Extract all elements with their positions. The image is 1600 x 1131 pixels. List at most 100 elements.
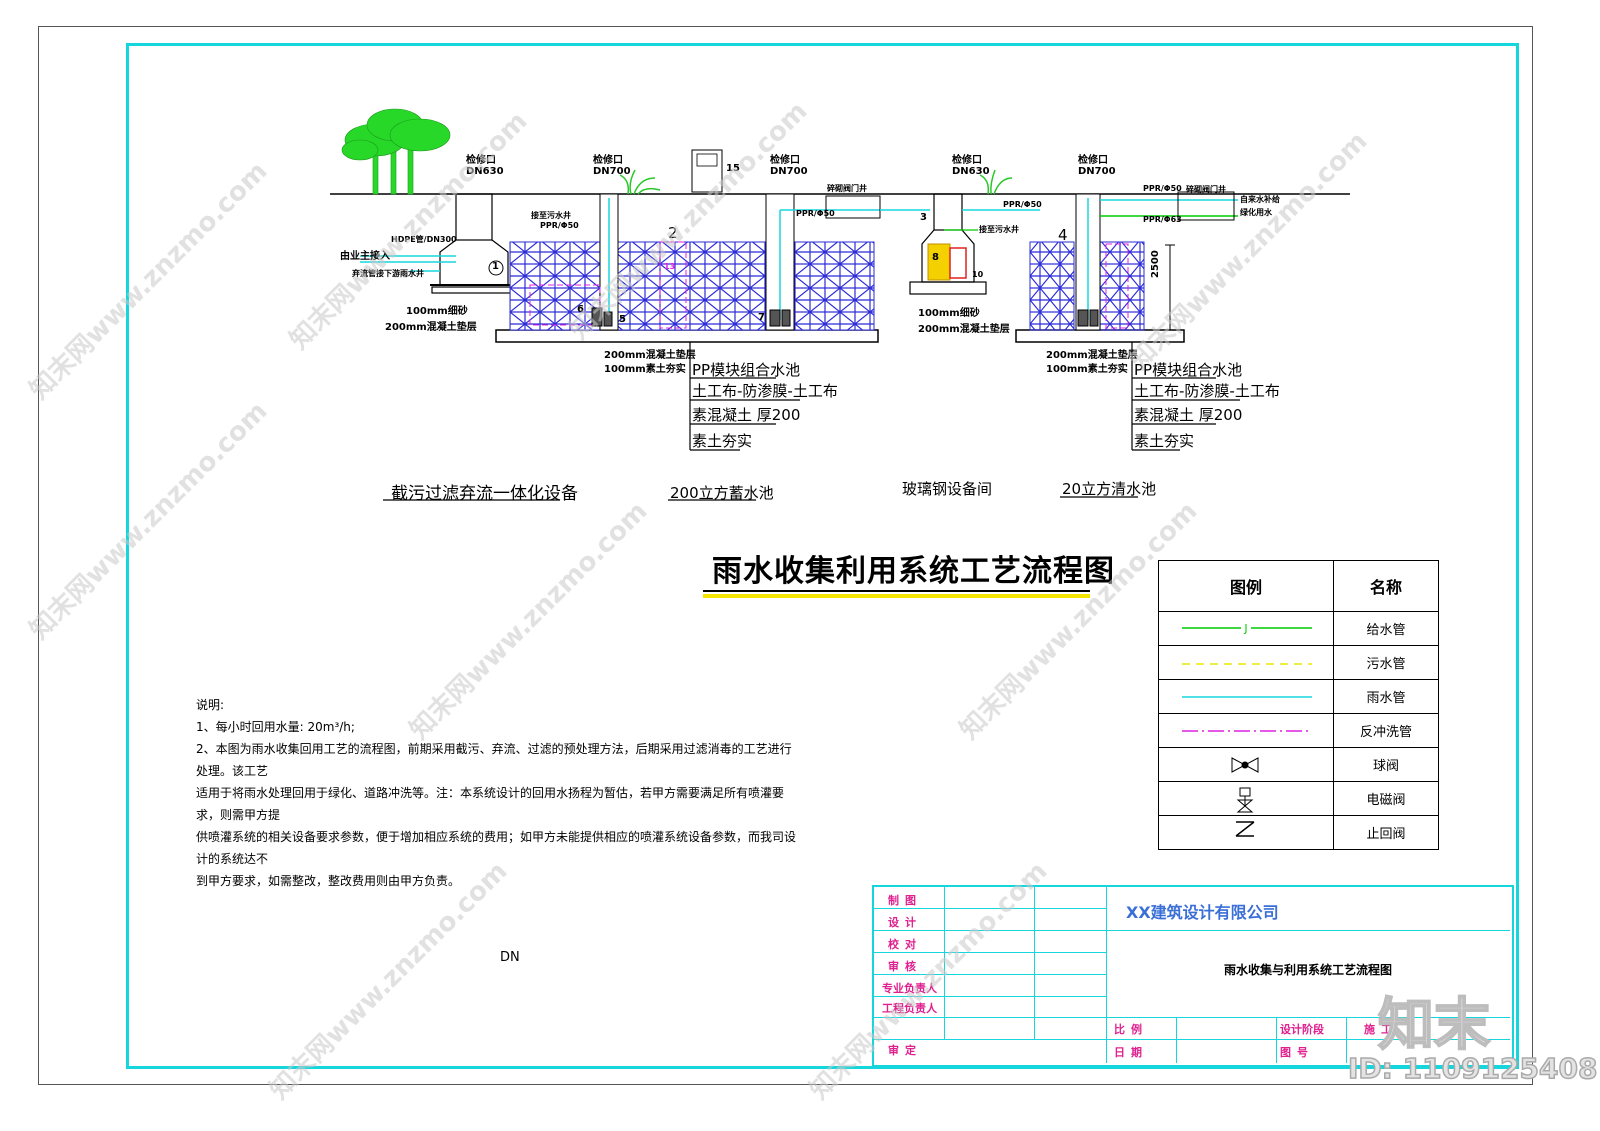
label-valve-well-2: 碎砌阀门井 (1186, 185, 1226, 194)
tank-module (509, 241, 601, 331)
callout-6: 6 (577, 304, 584, 315)
label-jianxiu-1: 检修口 (466, 155, 496, 166)
label-ppr50-4: PPR/Φ50 (1143, 184, 1182, 193)
label-concrete-2: 200mm混凝土垫层 (918, 324, 1010, 335)
brand-logo: 知末 (1377, 992, 1491, 1059)
label-sand-2: 100mm细砂 (918, 308, 980, 319)
label-soil-1: 100mm素土夯实 (604, 364, 686, 375)
legend-name: 反冲洗管 (1333, 713, 1439, 748)
section-title-equipment: 玻璃钢设备间 (902, 480, 993, 498)
legend-header-name: 名称 (1333, 560, 1439, 612)
callout-2: 2 (668, 224, 678, 242)
label-pipe-in: 由业主接入 (340, 251, 390, 262)
tb-row-label: 工程负责人 (882, 1002, 937, 1015)
tb-row-label: 审核 (888, 960, 922, 973)
callout-3: 3 (920, 212, 927, 223)
callout-7: 7 (758, 312, 765, 323)
tank-module (793, 241, 875, 331)
label-hdpe: HDPE管/DN300 (391, 235, 457, 244)
dn-label: DN (500, 950, 520, 965)
water-supply-mark: J (1241, 622, 1251, 635)
layer-label-2b: 土工布-防渗膜-土工布 (1134, 382, 1280, 400)
section-title-filter: 截污过滤弃流一体化设备 (391, 484, 578, 504)
label-dn700-1: DN700 (593, 166, 631, 177)
layer-label-2a: 土工布-防渗膜-土工布 (692, 382, 838, 400)
tb-approve: 审定 (888, 1044, 922, 1057)
label-jianxiu-4: 检修口 (952, 155, 982, 166)
label-to-sewer: 接至污水井 (531, 211, 571, 220)
dim-2500: 2500 (1150, 250, 1161, 278)
layer-label-4a: 素土夯实 (692, 432, 753, 450)
notes-line: 2、本图为雨水收集回用工艺的流程图，前期采用截污、弃流、过滤的预处理方法，后期采… (196, 742, 792, 778)
tb-scale: 比例 (1114, 1023, 1148, 1036)
callout-4: 4 (1058, 226, 1068, 244)
notes-line: 供喷灌系统的相关设备要求参数，便于增加相应系统的费用；如甲方未能提供相应的喷灌系… (196, 830, 797, 866)
tb-row-label: 专业负责人 (882, 982, 937, 995)
notes-line: 到甲方要求，如需整改，整改费用则由甲方负责。 (196, 874, 461, 888)
layer-label-1a: PP模块组合水池 (692, 361, 801, 379)
legend-name: 止回阀 (1333, 815, 1439, 850)
legend-name: 球阀 (1333, 747, 1439, 782)
filter-device (430, 193, 520, 294)
notes-line: 适用于将雨水处理回用于绿化、道路冲洗等。注：本系统设计的回用水扬程为暂估，若甲方… (196, 786, 785, 822)
legend-name: 污水管 (1333, 645, 1439, 680)
page-title: 雨水收集利用系统工艺流程图 (712, 554, 1115, 589)
layer-label-1b: PP模块组合水池 (1134, 361, 1243, 379)
legend-name: 给水管 (1333, 611, 1439, 646)
callout-10: 10 (972, 270, 984, 279)
legend-table: 图例 名称 J 给水管 污水管 雨水管 反冲洗管 球阀 电磁阀 止回阀 (1158, 560, 1439, 850)
label-dn630-1: DN630 (466, 166, 504, 177)
label-to-sewer-2: 接至污水井 (979, 225, 1019, 234)
title-underline (703, 590, 1090, 592)
outer-frame (38, 26, 1533, 1085)
title-underline-yellow (703, 594, 1090, 598)
label-ppr50-1: PPR/Φ50 (540, 221, 579, 230)
label-dn700-3: DN700 (1078, 166, 1116, 177)
tb-stage-value: 施工 (1364, 1023, 1398, 1036)
label-ppr63: PPR/Φ63 (1143, 215, 1182, 224)
label-dn700-2: DN700 (770, 166, 808, 177)
title-block: 制图 设计 校对 审核 专业负责人 工程负责人 审定 XX建筑设计有限公司 雨水… (872, 885, 1514, 1067)
label-concrete-3: 200mm混凝土垫层 (604, 350, 696, 361)
layer-label-3b: 素混凝土 厚200 (1134, 406, 1243, 424)
id-tag: ID: 1109125408 (1347, 1051, 1598, 1086)
palm-tree-icon (341, 108, 451, 195)
label-jianxiu-2: 检修口 (593, 155, 623, 166)
callout-1: 1 (492, 261, 499, 272)
section-title-storage: 200立方蓄水池 (670, 484, 774, 502)
label-soil-2: 100mm素土夯实 (1046, 364, 1128, 375)
label-pipe-out: 弃流管接下游雨水井 (352, 269, 424, 278)
label-sand-1: 100mm细砂 (406, 306, 468, 317)
legend-name: 电磁阀 (1333, 781, 1439, 816)
label-tap-water: 自来水补给 (1240, 195, 1280, 204)
notes-heading: 说明: (196, 698, 225, 712)
tb-row-label: 制图 (888, 894, 922, 907)
label-jianxiu-3: 检修口 (770, 155, 800, 166)
layer-label-3a: 素混凝土 厚200 (692, 406, 801, 424)
inner-frame (126, 43, 1519, 1069)
legend-header-symbol: 图例 (1158, 560, 1334, 612)
notes-line: 1、每小时回用水量: 20m³/h; (196, 720, 355, 734)
tb-stage: 设计阶段 (1280, 1023, 1324, 1036)
label-valve-well-1: 碎砌阀门井 (827, 184, 867, 193)
company-name: XX建筑设计有限公司 (1126, 903, 1279, 922)
callout-13: 13 (664, 262, 676, 271)
label-concrete-4: 200mm混凝土垫层 (1046, 350, 1138, 361)
label-green-water: 绿化用水 (1240, 208, 1272, 217)
drawing-title: 雨水收集与利用系统工艺流程图 (1224, 963, 1393, 977)
tb-drawing-no: 图号 (1280, 1046, 1314, 1059)
label-jianxiu-5: 检修口 (1078, 155, 1108, 166)
grass-icon (619, 169, 1013, 195)
tb-row-label: 校对 (888, 938, 922, 951)
label-dn630-2: DN630 (952, 166, 990, 177)
label-ppr50-2: PPR/Φ50 (796, 209, 835, 218)
design-notes: 说明: 1、每小时回用水量: 20m³/h; 2、本图为雨水收集回用工艺的流程图… (196, 694, 796, 892)
layer-label-4b: 素土夯实 (1134, 432, 1195, 450)
legend-name: 雨水管 (1333, 679, 1439, 714)
section-title-clear-tank: 20立方清水池 (1062, 480, 1157, 498)
tb-row-label: 设计 (888, 916, 922, 929)
label-15: 15 (726, 163, 740, 174)
callout-5: 5 (619, 314, 626, 325)
label-concrete-1: 200mm混凝土垫层 (385, 322, 477, 333)
tb-date: 日期 (1114, 1046, 1148, 1059)
